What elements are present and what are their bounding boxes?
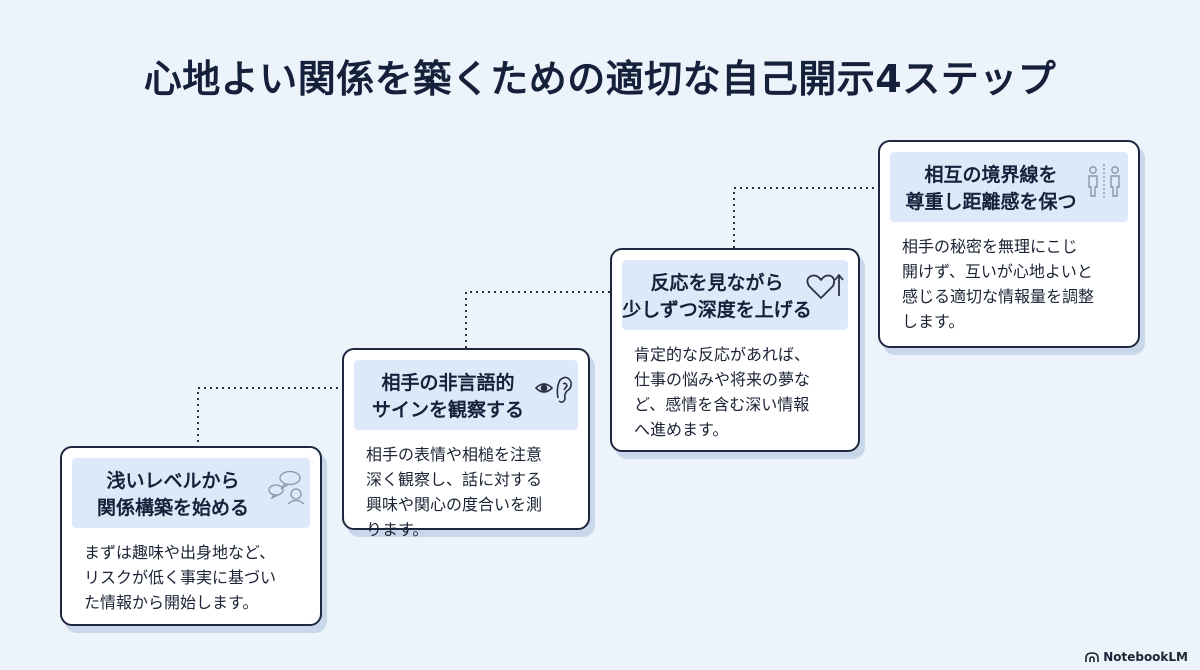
step-card-header: 相手の非言語的 サインを観察する	[354, 360, 578, 430]
step-card-title: 浅いレベルから 関係構築を始める	[72, 468, 274, 522]
step-title-line: 反応を見ながら	[650, 272, 784, 294]
description-line: ります。	[366, 520, 429, 539]
notebooklm-logo-icon	[1085, 652, 1099, 662]
step-card-description: 肯定的な反応があれば、 仕事の悩みや将来の夢な ど、感情を含む深い情報 へ進めま…	[634, 342, 844, 442]
heart-arrow-icon	[806, 274, 844, 299]
step-card-header: 浅いレベルから 関係構築を始める	[72, 458, 310, 528]
step-card-description: 相手の表情や相槌を注意 深く観察し、話に対する 興味や関心の度合いを測 ります。	[366, 442, 574, 542]
description-line: ど、感情を含む深い情報	[634, 395, 810, 414]
step-card-title: 反応を見ながら 少しずつ深度を上げる	[622, 270, 812, 324]
step-card-title: 相互の境界線を 尊重し距離感を保つ	[890, 162, 1092, 216]
step-title-line: 相手の非言語的	[381, 372, 515, 394]
description-line: た情報から開始します。	[84, 593, 259, 612]
speech-bubbles-icon	[268, 470, 305, 505]
description-line: 感じる適切な情報量を調整	[902, 287, 1095, 306]
step-title-line: 尊重し距離感を保つ	[905, 191, 1077, 213]
step-title-line: 少しずつ深度を上げる	[622, 299, 812, 321]
step-card-description: まずは趣味や出身地など、 リスクが低く事実に基づい た情報から開始します。	[84, 540, 306, 615]
description-line: へ進めます。	[634, 420, 729, 439]
connector-step1-step2	[197, 387, 344, 448]
description-line: リスクが低く事実に基づい	[84, 568, 277, 587]
description-line: 相手の秘密を無理にこじ	[902, 237, 1078, 256]
description-line: 仕事の悩みや将来の夢な	[634, 370, 811, 389]
step-card-header: 反応を見ながら 少しずつ深度を上げる	[622, 260, 848, 330]
description-line: まずは趣味や出身地など、	[84, 543, 276, 562]
connector-step3-step4	[733, 187, 878, 248]
page-title: 心地よい関係を築くための適切な自己開示4ステップ	[143, 57, 1057, 101]
step-card-description: 相手の秘密を無理にこじ 開けず、互いが心地よいと 感じる適切な情報量を調整 しま…	[902, 234, 1124, 334]
step-card-3: 反応を見ながら 少しずつ深度を上げる 肯定的な反応があれば、 仕事の悩みや将来の…	[610, 248, 860, 452]
description-line: 深く観察し、話に対する	[366, 470, 543, 489]
eye-ear-icon	[534, 376, 572, 403]
step-title-line: 浅いレベルから	[106, 470, 240, 492]
brand-label: NotebookLM	[1103, 650, 1188, 664]
step-title-line: 関係構築を始める	[96, 497, 249, 519]
description-line: します。	[902, 312, 965, 331]
description-line: 相手の表情や相槌を注意	[366, 445, 543, 464]
connector-step2-step3	[465, 291, 610, 348]
step-card-1: 浅いレベルから 関係構築を始める まずは趣味や出身地など、 リスクが低く事実に基…	[60, 446, 322, 626]
step-card-2: 相手の非言語的 サインを観察する 相手の表情や相槌を注意 深く観察し、話に対する…	[342, 348, 590, 539]
step-card-title: 相手の非言語的 サインを観察する	[354, 370, 542, 424]
people-boundary-icon	[1088, 164, 1120, 198]
description-line: 開けず、互いが心地よいと	[902, 262, 1093, 281]
step-title-line: 相互の境界線を	[924, 164, 1058, 186]
notebooklm-brand: NotebookLM	[1085, 650, 1188, 664]
description-line: 興味や関心の度合いを測	[366, 495, 543, 514]
step-title-line: サインを観察する	[371, 399, 524, 421]
step-card-header: 相互の境界線を 尊重し距離感を保つ	[890, 152, 1128, 222]
step-card-4: 相互の境界線を 尊重し距離感を保つ 相手の秘密を無理にこじ 開けず、互いが心地よ…	[878, 140, 1140, 348]
description-line: 肯定的な反応があれば、	[634, 345, 811, 364]
